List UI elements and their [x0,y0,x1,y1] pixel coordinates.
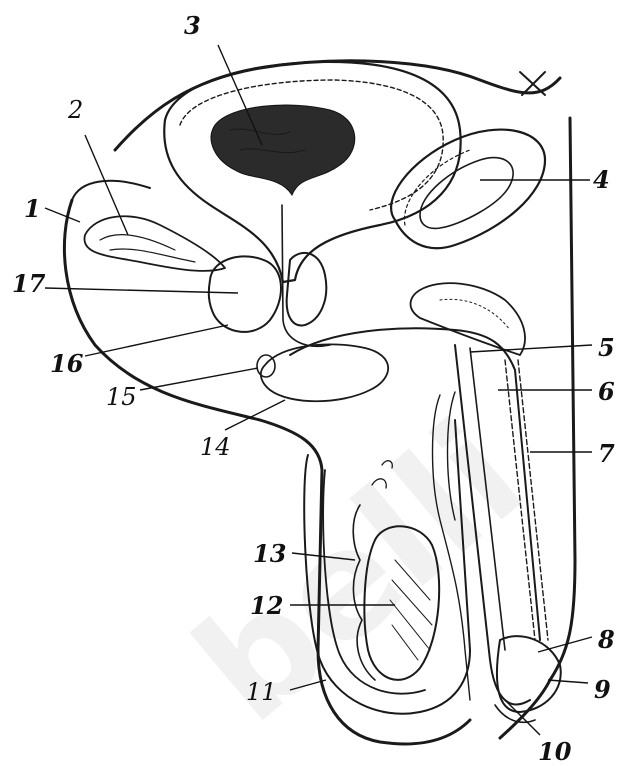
label-17: 17 [12,269,46,298]
label-5: 5 [598,333,615,362]
seminal-vesicle [84,216,225,271]
rectum [391,130,545,249]
label-15: 15 [106,383,137,411]
label-1: 1 [24,194,41,223]
label-10: 10 [538,737,572,766]
label-11: 11 [246,678,277,706]
label-8: 8 [597,625,615,654]
label-12: 12 [250,591,283,620]
label-13: 13 [253,539,286,568]
label-4: 4 [593,165,610,194]
label-9: 9 [594,675,611,704]
label-3: 3 [184,11,201,40]
label-6: 6 [598,377,615,406]
label-16: 16 [50,349,84,378]
label-7: 7 [598,439,615,468]
label-14: 14 [200,433,231,461]
bulb [257,344,388,401]
label-2: 2 [67,96,83,124]
bladder [164,62,460,282]
